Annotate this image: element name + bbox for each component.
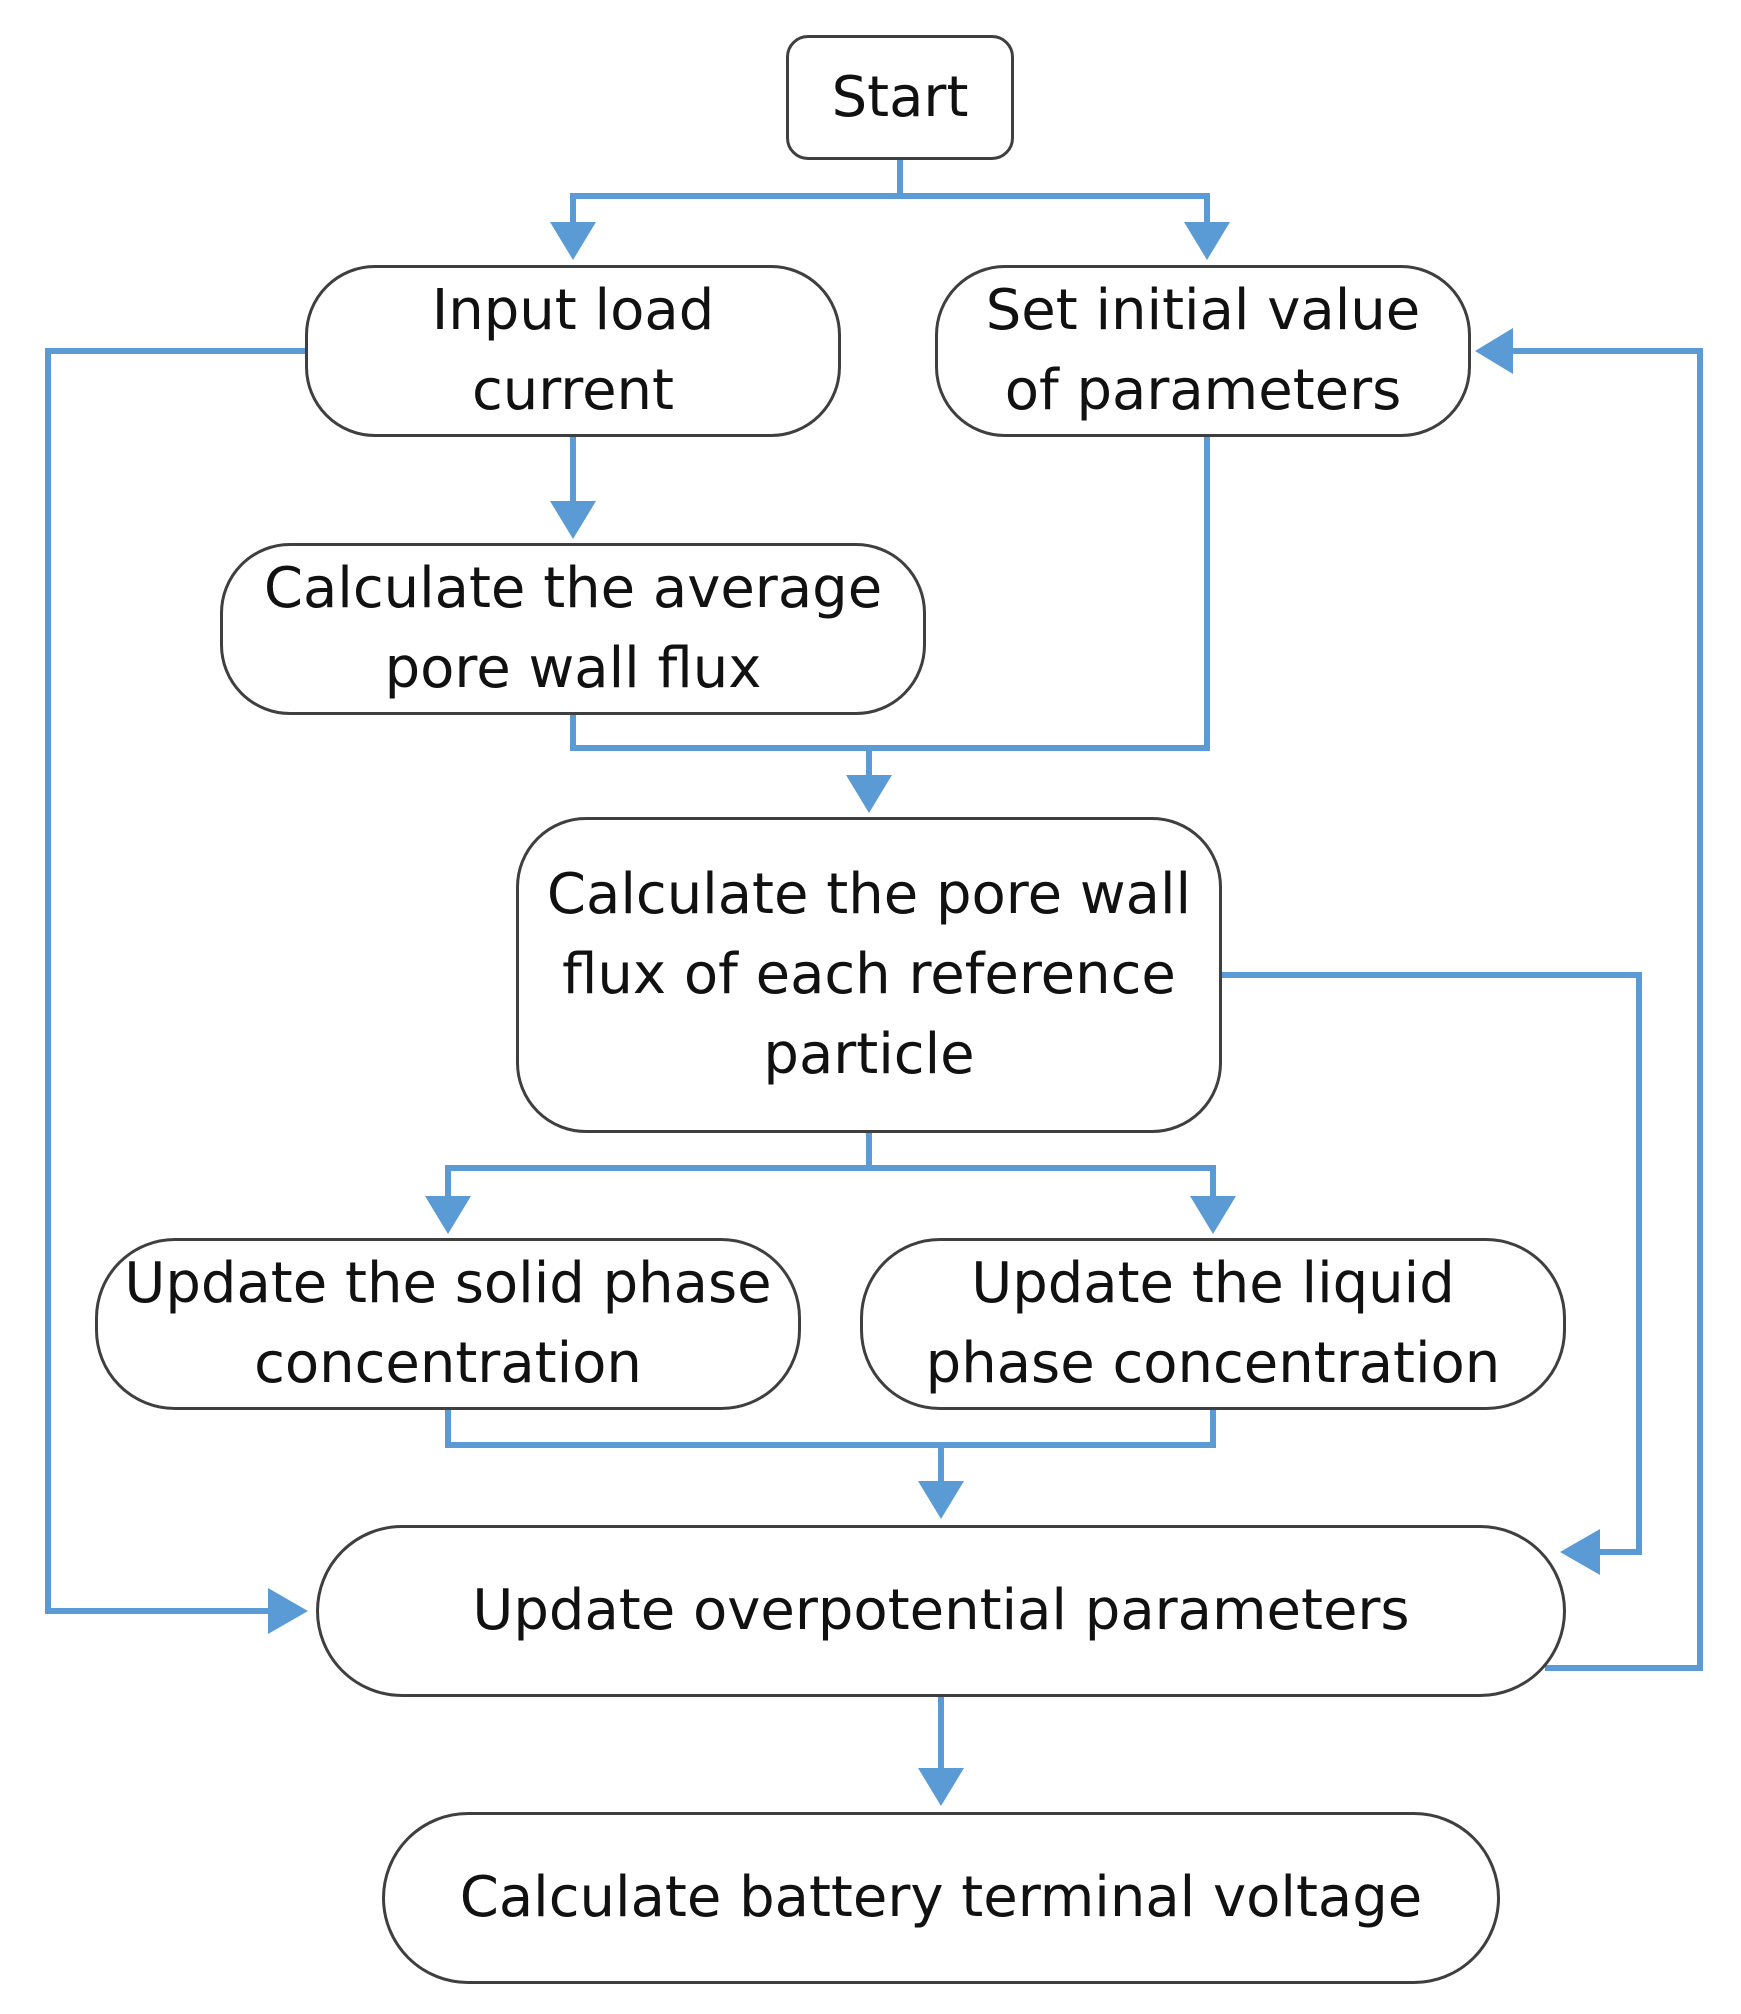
node-set-initial-value: Set initial value of parameters [935, 265, 1471, 437]
arrowhead-to-terminal-voltage [918, 1768, 964, 1806]
edge-liquid-to-overpotential [941, 1410, 1216, 1448]
edge-average-flux-to-reference-flux [570, 715, 872, 779]
node-update-overpotential-parameters: Update overpotential parameters [316, 1525, 1566, 1697]
edge-start-to-set-initial [900, 193, 1210, 226]
node-calculate-average-pore-wall-flux: Calculate the average pore wall flux [220, 543, 926, 715]
edge-overpotential-feedback-to-set-initial [1505, 348, 1703, 1671]
node-update-solid-phase-concentration: Update the solid phase concentration [95, 1238, 801, 1410]
arrowhead-right-to-overpotential [1560, 1529, 1600, 1575]
node-input-load-current: Input load current [305, 265, 841, 437]
node-start: Start [786, 35, 1014, 160]
arrowhead-to-set-initial [1184, 222, 1230, 260]
arrowhead-to-reference-flux [846, 775, 892, 813]
arrowhead-to-average-flux [550, 501, 596, 539]
node-update-liquid-phase-concentration: Update the liquid phase concentration [860, 1238, 1566, 1410]
arrowhead-to-liquid [1190, 1196, 1236, 1234]
arrowhead-to-input [550, 222, 596, 260]
arrowhead-feedback-to-set-initial [1475, 328, 1513, 374]
arrowhead-to-solid [425, 1196, 471, 1234]
edge-start-to-branches [570, 160, 903, 226]
edge-set-initial-to-reference-flux [869, 437, 1210, 751]
edge-reference-flux-to-liquid [869, 1165, 1216, 1200]
edge-solid-to-overpotential [445, 1410, 944, 1485]
edge-reference-flux-to-solid [445, 1133, 872, 1200]
arrowhead-merge-to-overpotential [918, 1481, 964, 1519]
edge-reference-flux-to-overpotential [1222, 972, 1642, 1555]
node-calculate-reference-particle-flux: Calculate the pore wall flux of each ref… [516, 817, 1222, 1133]
node-calculate-battery-terminal-voltage: Calculate battery terminal voltage [382, 1812, 1500, 1984]
arrowhead-left-to-overpotential [268, 1588, 308, 1634]
edge-input-to-overpotential [45, 348, 305, 1614]
